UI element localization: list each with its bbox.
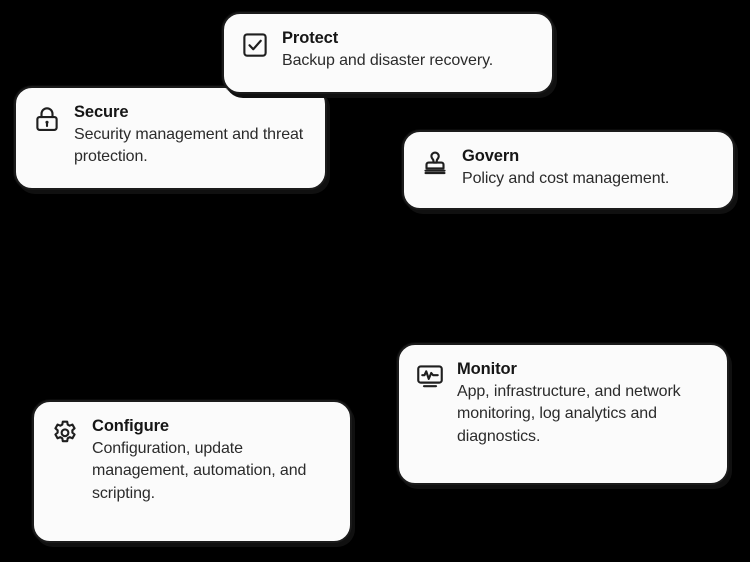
card-title: Protect [282, 29, 339, 47]
monitor-pulse-icon [415, 361, 445, 391]
stamp-icon [420, 148, 450, 178]
card-description: Policy and cost management. [462, 169, 670, 187]
card-text: Monitor App, infrastructure, and network… [457, 359, 711, 449]
card-description: Configuration, update management, automa… [92, 439, 307, 503]
card-description: App, infrastructure, and network monitor… [457, 382, 681, 446]
card-protect[interactable]: Protect Backup and disaster recovery. [222, 12, 554, 94]
card-title: Govern [462, 147, 520, 165]
card-text: Govern Policy and cost management. [462, 146, 717, 190]
card-description: Backup and disaster recovery. [282, 51, 494, 69]
card-title: Monitor [457, 360, 517, 378]
checkbox-checked-icon [240, 30, 270, 60]
card-text: Configure Configuration, update manageme… [92, 416, 334, 506]
card-secure[interactable]: Secure Security management and threat pr… [14, 86, 327, 190]
card-govern[interactable]: Govern Policy and cost management. [402, 130, 735, 210]
card-title: Secure [74, 103, 129, 121]
card-text: Protect Backup and disaster recovery. [282, 28, 536, 72]
card-title: Configure [92, 417, 170, 435]
card-monitor[interactable]: Monitor App, infrastructure, and network… [397, 343, 729, 485]
card-description: Security management and threat protectio… [74, 125, 304, 166]
lock-icon [32, 104, 62, 134]
card-configure[interactable]: Configure Configuration, update manageme… [32, 400, 352, 543]
card-text: Secure Security management and threat pr… [74, 102, 309, 169]
gear-icon [50, 418, 80, 448]
